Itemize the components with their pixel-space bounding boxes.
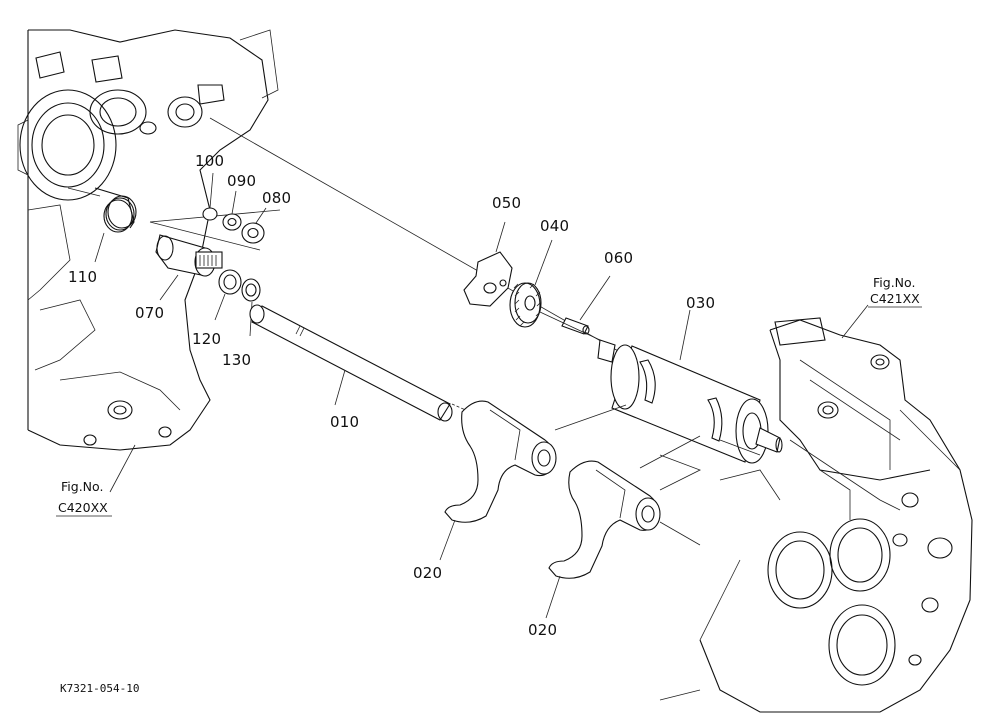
washer-group-2 [214, 269, 261, 337]
washer-group [149, 172, 281, 251]
right-housing [659, 317, 973, 713]
figure-ref-right-line1: Fig.No. [873, 275, 915, 290]
figure-ref-right-code[interactable]: C421XX [870, 291, 920, 306]
part-010-shaft [249, 304, 471, 422]
label-020-upper: 020 [413, 564, 442, 582]
part-070-shaft-end [155, 234, 223, 301]
label-130: 130 [222, 351, 251, 369]
figure-ref-left[interactable]: Fig.No. C420XX [56, 479, 112, 517]
drawing-code: K7321-054-10 [60, 682, 139, 695]
label-090: 090 [227, 172, 256, 190]
part-050-plate [463, 221, 513, 307]
label-100: 100 [195, 152, 224, 170]
label-080: 080 [262, 189, 291, 207]
label-070: 070 [135, 304, 164, 322]
leader-c420xx [109, 444, 136, 493]
part-110-spring [94, 187, 137, 263]
label-030: 030 [686, 294, 715, 312]
part-020-fork-lower [545, 460, 701, 619]
left-housing [17, 29, 621, 451]
label-120: 120 [192, 330, 221, 348]
label-050: 050 [492, 194, 521, 212]
part-060-pin [561, 275, 611, 335]
part-020-fork-upper [439, 400, 557, 561]
figure-ref-left-line1: Fig.No. [61, 479, 103, 494]
label-020-lower: 020 [528, 621, 557, 639]
part-030-shift-drum [539, 309, 783, 491]
part-040-gear [509, 239, 553, 328]
label-110: 110 [68, 268, 97, 286]
label-010: 010 [330, 413, 359, 431]
figure-ref-right[interactable]: Fig.No. C421XX [868, 275, 922, 308]
label-060: 060 [604, 249, 633, 267]
label-040: 040 [540, 217, 569, 235]
leader-c421xx [841, 304, 869, 339]
figure-ref-left-code[interactable]: C420XX [58, 500, 108, 515]
